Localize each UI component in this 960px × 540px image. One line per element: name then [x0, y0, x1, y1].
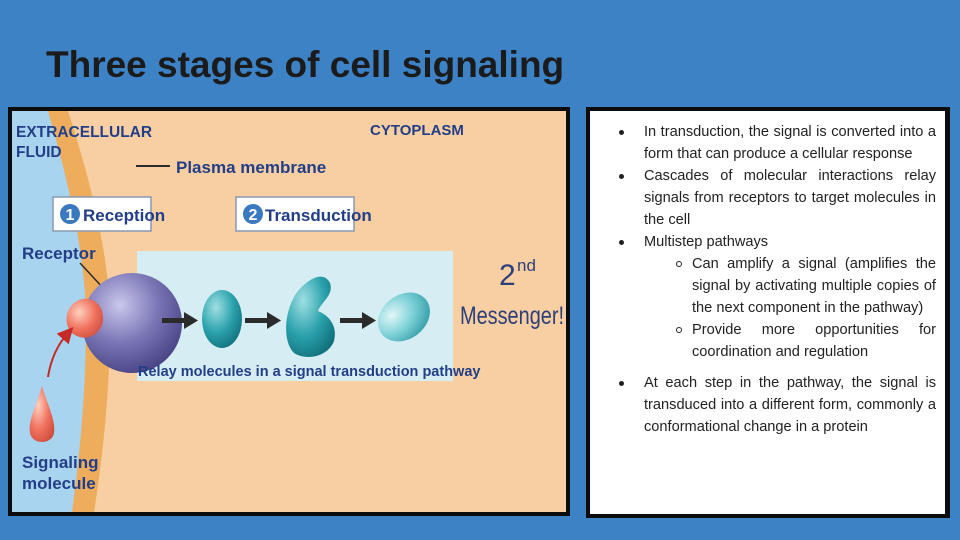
- second-messenger-number: 2: [499, 259, 516, 292]
- bullet-multistep: Multistep pathways Can amplify a signal …: [610, 231, 936, 363]
- free-signal-molecule: [29, 386, 55, 442]
- bound-signal-molecule: [66, 298, 104, 338]
- second-messenger-superscript: nd: [517, 256, 536, 275]
- bullet-each-step: At each step in the pathway, the signal …: [610, 372, 936, 438]
- transduction-label: Transduction: [265, 206, 372, 225]
- relay-molecule-1: [202, 290, 242, 348]
- receptor-protein: [82, 273, 182, 373]
- relay-arrow-head-1: [184, 312, 198, 329]
- multistep-sublist: Can amplify a signal (amplifies the sign…: [644, 253, 936, 363]
- sub-bullet-amplify: Can amplify a signal (amplifies the sign…: [644, 253, 936, 319]
- cytoplasm-label: CYTOPLASM: [370, 122, 464, 139]
- relay-molecule-2: [286, 276, 335, 357]
- text-panel: In transduction, the signal is converted…: [586, 107, 950, 518]
- relay-caption: Relay molecules in a signal transduction…: [138, 364, 480, 380]
- relay-arrow-head-3: [362, 312, 376, 329]
- fluid-label: FLUID: [16, 144, 62, 161]
- text-panel-inner: In transduction, the signal is converted…: [590, 111, 945, 514]
- reception-number-circle: [60, 204, 80, 224]
- signaling-label-line2: molecule: [22, 474, 96, 493]
- signaling-label-line1: Signaling: [22, 453, 99, 472]
- reception-label: Reception: [83, 206, 165, 225]
- bullet-transduction-conversion: In transduction, the signal is converted…: [610, 121, 936, 165]
- relay-arrow-shaft-1: [162, 318, 184, 323]
- reception-badge: [52, 196, 152, 232]
- transduction-number-circle: [243, 204, 263, 224]
- extracellular-label: EXTRACELLULAR: [16, 124, 152, 141]
- bullet-list: In transduction, the signal is converted…: [610, 121, 936, 438]
- bullet-multistep-text: Multistep pathways: [644, 234, 769, 250]
- diagram-canvas: EXTRACELLULAR FLUID CYTOPLASM Plasma mem…: [12, 111, 566, 512]
- sub-bullet-coordination: Provide more opportunities for coordinat…: [644, 319, 936, 363]
- receptor-label: Receptor: [22, 244, 96, 263]
- plasma-membrane-label: Plasma membrane: [176, 158, 326, 177]
- relay-arrow-shaft-3: [340, 318, 362, 323]
- relay-arrows: [162, 312, 376, 329]
- second-messenger-label: Messenger!: [460, 302, 564, 330]
- reception-number: 1: [66, 207, 75, 224]
- relay-arrow-head-2: [267, 312, 281, 329]
- transduction-number: 2: [249, 207, 258, 224]
- cell-signaling-diagram: EXTRACELLULAR FLUID CYTOPLASM Plasma mem…: [8, 107, 570, 516]
- binding-arrow: [47, 327, 74, 378]
- relay-arrow-shaft-2: [245, 318, 267, 323]
- relay-molecule-3: [378, 292, 430, 342]
- bullet-cascades: Cascades of molecular interactions relay…: [610, 165, 936, 231]
- slide-title: Three stages of cell signaling: [46, 44, 565, 85]
